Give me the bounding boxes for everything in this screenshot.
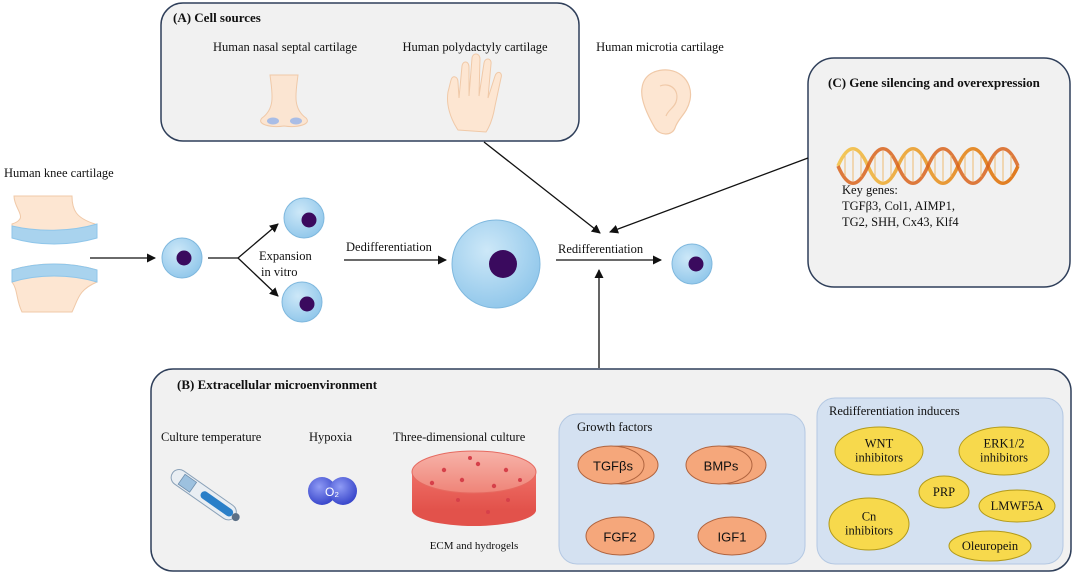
arrow-from-gene-panel xyxy=(609,157,809,234)
o2-label: O₂ xyxy=(325,485,339,499)
redifferentiated-cell xyxy=(671,243,713,285)
inducer-erk-line-1: ERK1/2 xyxy=(983,436,1025,451)
source-polydactyly: Human polydactyly cartilage xyxy=(402,40,548,54)
gene-panel xyxy=(807,57,1071,288)
growth-factor-tgfbs: TGFβs xyxy=(593,458,633,474)
expanded-cell-top xyxy=(283,197,325,239)
expansion-label-line-1: Expansion xyxy=(259,249,312,263)
growth-factor-shape-bmps xyxy=(685,445,767,485)
inducer-erk: ERK1/2 inhibitors xyxy=(980,437,1028,466)
knee-cartilage-label: Human knee cartilage xyxy=(4,166,114,180)
inducer-cn: Cn inhibitors xyxy=(845,510,893,539)
inducer-prp: PRP xyxy=(932,484,956,499)
growth-factors-title: Growth factors xyxy=(577,420,653,434)
inducer-shape-wnt xyxy=(834,426,924,476)
growth-factor-shape-igf1 xyxy=(697,516,767,556)
nose-icon xyxy=(260,74,308,127)
culture-dish-icon xyxy=(411,450,537,526)
ear-icon xyxy=(641,69,692,135)
inducer-wnt-line-2: inhibitors xyxy=(855,451,903,465)
growth-factor-igf1: IGF1 xyxy=(717,529,747,545)
inducer-oleuropein: Oleuropein xyxy=(961,538,1019,553)
ecm-hydrogels-label: ECM and hydrogels xyxy=(429,540,519,552)
hypoxia-label: Hypoxia xyxy=(309,430,353,444)
key-genes-line-2: TG2, SHH, Cx43, Klf4 xyxy=(842,215,959,229)
source-microtia: Human microtia cartilage xyxy=(596,40,724,54)
inducer-erk-line-2: inhibitors xyxy=(980,451,1028,465)
source-nasal-septal: Human nasal septal cartilage xyxy=(212,40,358,54)
inducer-cn-line-2: inhibitors xyxy=(845,524,893,538)
growth-factor-fgf2: FGF2 xyxy=(603,529,637,545)
inducer-cn-line-1: Cn xyxy=(861,509,877,524)
key-genes-heading: Key genes: xyxy=(842,183,898,197)
dna-helix-icon xyxy=(836,147,1020,185)
redifferentiation-label: Redifferentiation xyxy=(558,242,644,256)
inducer-shape-lmwf5a xyxy=(978,489,1056,523)
growth-factor-shape-tgfbs xyxy=(577,445,659,485)
microenvironment-title: (B) Extracellular microenvironment xyxy=(177,377,378,392)
inducer-shape-erk xyxy=(958,426,1050,476)
key-genes-line-1: TGFβ3, Col1, AIMP1, xyxy=(842,199,955,213)
dedifferentiation-label: Dedifferentiation xyxy=(346,240,432,254)
growth-factor-bmps: BMPs xyxy=(703,458,739,474)
inducers-title: Redifferentiation inducers xyxy=(829,404,960,418)
inducer-shape-prp xyxy=(918,475,970,509)
knee-joint-icon xyxy=(11,195,98,313)
culture-temperature-label: Culture temperature xyxy=(161,430,262,444)
inducer-lmwf5a: LMWF5A xyxy=(990,498,1044,513)
thermometer-icon xyxy=(170,468,240,522)
inducer-shape-cn xyxy=(828,497,910,551)
oxygen-molecule-icon xyxy=(308,477,357,505)
inducer-wnt-line-1: WNT xyxy=(864,436,894,451)
inducer-shape-oleuropein xyxy=(948,530,1032,562)
arrow-expansion-bottom xyxy=(237,257,279,297)
inducer-wnt: WNT inhibitors xyxy=(855,437,903,466)
expanded-cell-bottom xyxy=(281,281,323,323)
dedifferentiated-cell xyxy=(451,219,541,309)
expansion-label-line-2: in vitro xyxy=(261,265,298,279)
arrow-from-cell-sources xyxy=(483,141,601,234)
arrow-expansion-top xyxy=(237,223,279,259)
chondrocyte-cell-1 xyxy=(161,237,203,279)
hand-icon xyxy=(447,53,502,133)
cell-sources-title: (A) Cell sources xyxy=(173,10,261,25)
growth-factor-shape-fgf2 xyxy=(585,516,655,556)
gene-panel-title: (C) Gene silencing and overexpression xyxy=(828,75,1040,90)
three-d-culture-label: Three-dimensional culture xyxy=(393,430,526,444)
